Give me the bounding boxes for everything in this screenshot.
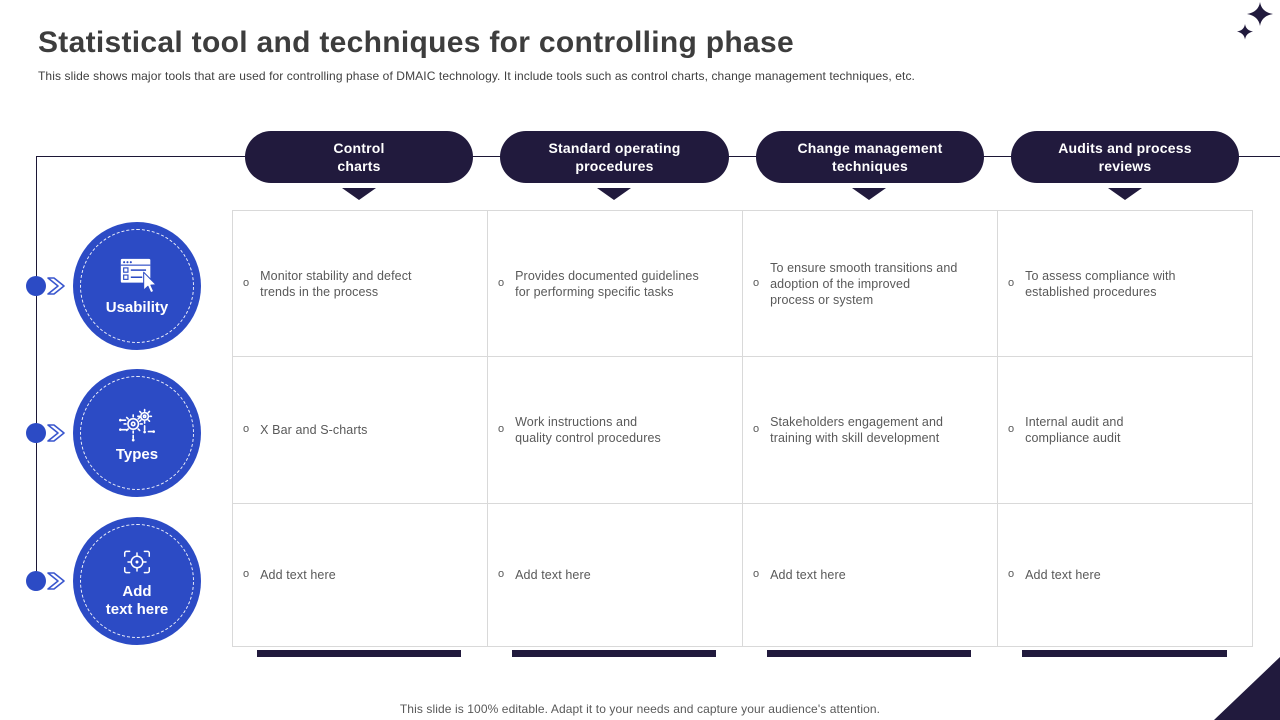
sparkle-stars-icon [1237, 2, 1273, 40]
pill-pointer-triangle [852, 188, 886, 200]
dashed-ring [80, 524, 194, 638]
chevron-right-icon [47, 277, 65, 295]
column-underline-bar [767, 650, 971, 657]
bullet: o [498, 568, 505, 580]
bullet: o [753, 568, 760, 580]
matrix-cell: o Stakeholders engagement and training w… [743, 357, 998, 504]
cell-text[interactable]: Add text here [260, 568, 336, 582]
matrix-cell-placeholder[interactable]: o Add text here [743, 504, 998, 646]
dashed-ring [80, 376, 194, 490]
matrix-cell-placeholder[interactable]: o Add text here [488, 504, 743, 646]
cell-text[interactable]: Add text here [1025, 568, 1101, 582]
matrix-cell: o Work instructions and quality control … [488, 357, 743, 504]
column-header-standard-operating-procedures: Standard operating procedures [500, 131, 729, 183]
column-header-audits-and-process-reviews: Audits and process reviews [1011, 131, 1239, 183]
column-header-change-management-techniques: Change management techniques [756, 131, 984, 183]
column-header-label: Audits and process reviews [1058, 140, 1192, 174]
column-underline-bar [257, 650, 461, 657]
footer-note: This slide is 100% editable. Adapt it to… [399, 702, 881, 716]
chevron-right-icon [47, 424, 65, 442]
cell-text: Work instructions and quality control pr… [515, 415, 661, 445]
cell-text: Provides documented guidelines for perfo… [515, 268, 699, 299]
page-subtitle: This slide shows major tools that are us… [38, 69, 915, 83]
pill-pointer-triangle [342, 188, 376, 200]
chevron-right-icon [47, 572, 65, 590]
cell-text: To assess compliance with established pr… [1025, 268, 1176, 299]
row-label-types: Types [73, 369, 201, 497]
column-header-label: Control charts [333, 140, 385, 174]
cell-text: Stakeholders engagement and training wit… [770, 415, 944, 445]
bullet: o [498, 423, 505, 435]
cell-text[interactable]: Add text here [770, 568, 846, 582]
pill-pointer-triangle [597, 188, 631, 200]
matrix-cell: o To assess compliance with established … [998, 211, 1252, 357]
bullet: o [498, 276, 505, 289]
bullet: o [753, 423, 760, 435]
cell-text[interactable]: Add text here [515, 568, 591, 582]
cell-text: X Bar and S-charts [260, 423, 368, 437]
cell-text: Internal audit and compliance audit [1025, 415, 1124, 445]
bullet: o [243, 568, 250, 580]
row-connector-line [36, 156, 37, 581]
matrix-cell: o To ensure smooth transitions and adopt… [743, 211, 998, 357]
page-title: Statistical tool and techniques for cont… [38, 26, 794, 59]
pill-pointer-triangle [1108, 188, 1142, 200]
column-header-label: Standard operating procedures [548, 140, 681, 174]
row-marker-dot [26, 571, 46, 591]
tools-matrix-table: o Monitor stability and defect trends in… [232, 210, 1253, 647]
bullet: o [1008, 276, 1015, 289]
bullet: o [1008, 423, 1015, 435]
bullet: o [753, 276, 760, 289]
row-marker-dot [26, 423, 46, 443]
dashed-ring [80, 229, 194, 343]
cell-text: To ensure smooth transitions and adoptio… [770, 260, 958, 307]
bullet: o [243, 423, 250, 435]
matrix-cell-placeholder[interactable]: o Add text here [233, 504, 488, 646]
matrix-cell: o X Bar and S-charts [233, 357, 488, 504]
cell-text: Monitor stability and defect trends in t… [260, 268, 412, 299]
column-underline-bar [512, 650, 716, 657]
matrix-cell: o Monitor stability and defect trends in… [233, 211, 488, 357]
bullet: o [243, 276, 250, 289]
matrix-cell: o Internal audit and compliance audit [998, 357, 1252, 504]
row-marker-dot [26, 276, 46, 296]
column-header-control-charts: Control charts [245, 131, 473, 183]
matrix-cell-placeholder[interactable]: o Add text here [998, 504, 1252, 646]
column-header-label: Change management techniques [797, 140, 943, 174]
column-underline-bar [1022, 650, 1227, 657]
corner-triangle-decor [1214, 657, 1280, 720]
bullet: o [1008, 568, 1015, 580]
row-label-usability: Usability [73, 222, 201, 350]
matrix-cell: o Provides documented guidelines for per… [488, 211, 743, 357]
row-label-add-text-here[interactable]: Add text here [73, 517, 201, 645]
